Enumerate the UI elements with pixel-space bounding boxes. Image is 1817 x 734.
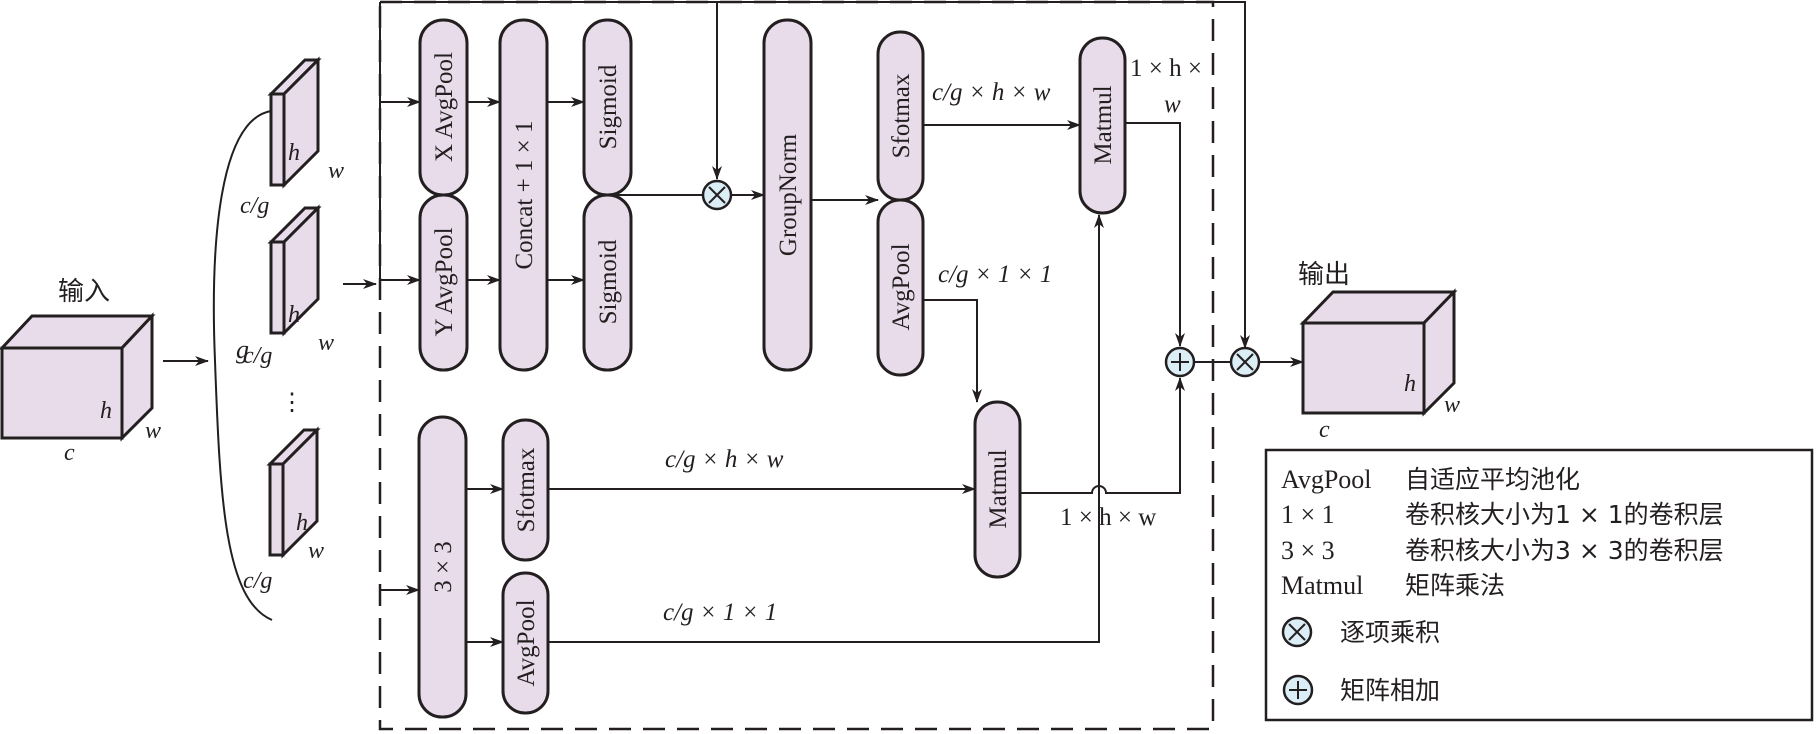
legend-box [1264, 448, 1814, 722]
arrow-avgpool-bottom-to-matmul-top [548, 214, 1104, 643]
label-matmul-top-out-2: w [1164, 91, 1181, 118]
label-softmax-top-out: c/g × h × w [932, 79, 1051, 106]
arrow-avgpool-top-to-matmul-bottom [923, 299, 982, 403]
output-dim-h: h [1404, 371, 1416, 397]
legend-key-3x3: 3 × 3 [1281, 536, 1335, 565]
group-slice-n: h w c/g [243, 426, 324, 594]
label-matmul-bottom-out: 1 × h × w [1060, 504, 1156, 531]
group-1-dim-h: h [288, 140, 300, 166]
group-n-dim-h: h [296, 510, 308, 536]
block-sigmoid-top: Sigmoid [582, 18, 633, 197]
input-dim-c: c [64, 440, 75, 466]
legend-add-icon [1282, 674, 1314, 706]
output-title: 输出 [1298, 260, 1350, 290]
group-2-dim-w: w [318, 330, 334, 356]
legend-key-avgpool: AvgPool [1281, 465, 1372, 494]
block-matmul-bottom: Matmul [973, 400, 1022, 579]
block-sigmoid-bottom: Sigmoid [582, 193, 633, 372]
operator-add [1164, 346, 1196, 378]
group-slice-2: h w c/g [243, 204, 334, 369]
label-matmul-top-out-1: 1 × h × [1130, 55, 1202, 82]
matmul-top-label: Matmul [1090, 85, 1117, 164]
avgpool-bottom-label: AvgPool [513, 599, 540, 686]
group-slice-1: h w c/g [240, 56, 344, 219]
block-conv3x3: 3 × 3 [417, 415, 468, 719]
block-avgpool-bottom: AvgPool [501, 571, 550, 715]
label-avgpool-top-out: c/g × 1 × 1 [938, 261, 1052, 288]
input-dim-w: w [145, 418, 161, 444]
matmul-bottom-label: Matmul [985, 449, 1012, 528]
group-1-dim-w: w [328, 158, 344, 184]
arrow-matmul-bottom-to-add [1020, 377, 1185, 494]
input-title: 输入 [58, 277, 110, 307]
legend-key-1x1: 1 × 1 [1281, 500, 1335, 529]
block-concat-conv1x1: Concat + 1 × 1 [498, 18, 549, 372]
output-tensor: 输出 h w c [1298, 260, 1460, 443]
legend-multiply-icon [1281, 616, 1313, 648]
legend: AvgPool 自适应平均池化 1 × 1 卷积核大小为1 × 1的卷积层 3 … [1264, 448, 1814, 722]
group-ellipsis: ⋮ [280, 390, 304, 416]
block-softmax-bottom: Sfotmax [501, 418, 550, 562]
group-n-dim-w: w [308, 538, 324, 564]
group-2-dim-channel: c/g [243, 343, 272, 369]
block-softmax-top: Sfotmax [876, 30, 925, 202]
input-dim-h: h [100, 398, 112, 424]
avgpool-top-label: AvgPool [888, 243, 915, 330]
block-y-avgpool: Y AvgPool [418, 193, 469, 372]
sigmoid-top-label: Sigmoid [595, 64, 622, 149]
block-x-avgpool: X AvgPool [418, 18, 469, 197]
output-cube-front [1301, 321, 1426, 415]
block-groupnorm: GroupNorm [762, 18, 813, 372]
arrow-matmul-top-to-add [1125, 122, 1185, 347]
group-split-label: g [236, 335, 249, 364]
input-cube-front [0, 346, 124, 440]
operator-multiply-2 [1229, 346, 1261, 378]
softmax-bottom-label: Sfotmax [513, 447, 540, 532]
output-dim-w: w [1444, 392, 1460, 418]
group-brace [212, 110, 273, 621]
operator-multiply-1 [701, 179, 733, 211]
legend-desc-matmul: 矩阵乘法 [1405, 571, 1505, 600]
legend-key-matmul: Matmul [1281, 571, 1363, 600]
y-avgpool-label: Y AvgPool [431, 227, 458, 336]
output-dim-c: c [1319, 417, 1330, 443]
legend-desc-1x1: 卷积核大小为1 × 1的卷积层 [1405, 500, 1724, 529]
softmax-top-label: Sfotmax [888, 73, 915, 158]
conv3x3-label: 3 × 3 [430, 541, 457, 593]
group-2-dim-h: h [288, 302, 300, 328]
group-n-dim-channel: c/g [243, 568, 272, 594]
x-avgpool-label: X AvgPool [431, 52, 458, 162]
label-avgpool-bottom-out: c/g × 1 × 1 [663, 599, 777, 626]
legend-desc-multiply: 逐项乘积 [1340, 618, 1440, 647]
group-1-dim-channel: c/g [240, 193, 269, 219]
label-softmax-bottom-out: c/g × h × w [665, 446, 784, 473]
legend-desc-3x3: 卷积核大小为3 × 3的卷积层 [1405, 536, 1724, 565]
sigmoid-bottom-label: Sigmoid [595, 239, 622, 324]
concat-label: Concat + 1 × 1 [511, 120, 538, 269]
skip-connection-to-output-multiply [380, 1, 1250, 349]
block-matmul-top: Matmul [1078, 36, 1127, 215]
block-avgpool-top: AvgPool [876, 198, 925, 377]
input-tensor: 输入 h w c [0, 277, 161, 466]
groupnorm-label: GroupNorm [775, 133, 802, 256]
legend-desc-avgpool: 自适应平均池化 [1405, 465, 1580, 494]
legend-desc-add: 矩阵相加 [1340, 676, 1440, 705]
